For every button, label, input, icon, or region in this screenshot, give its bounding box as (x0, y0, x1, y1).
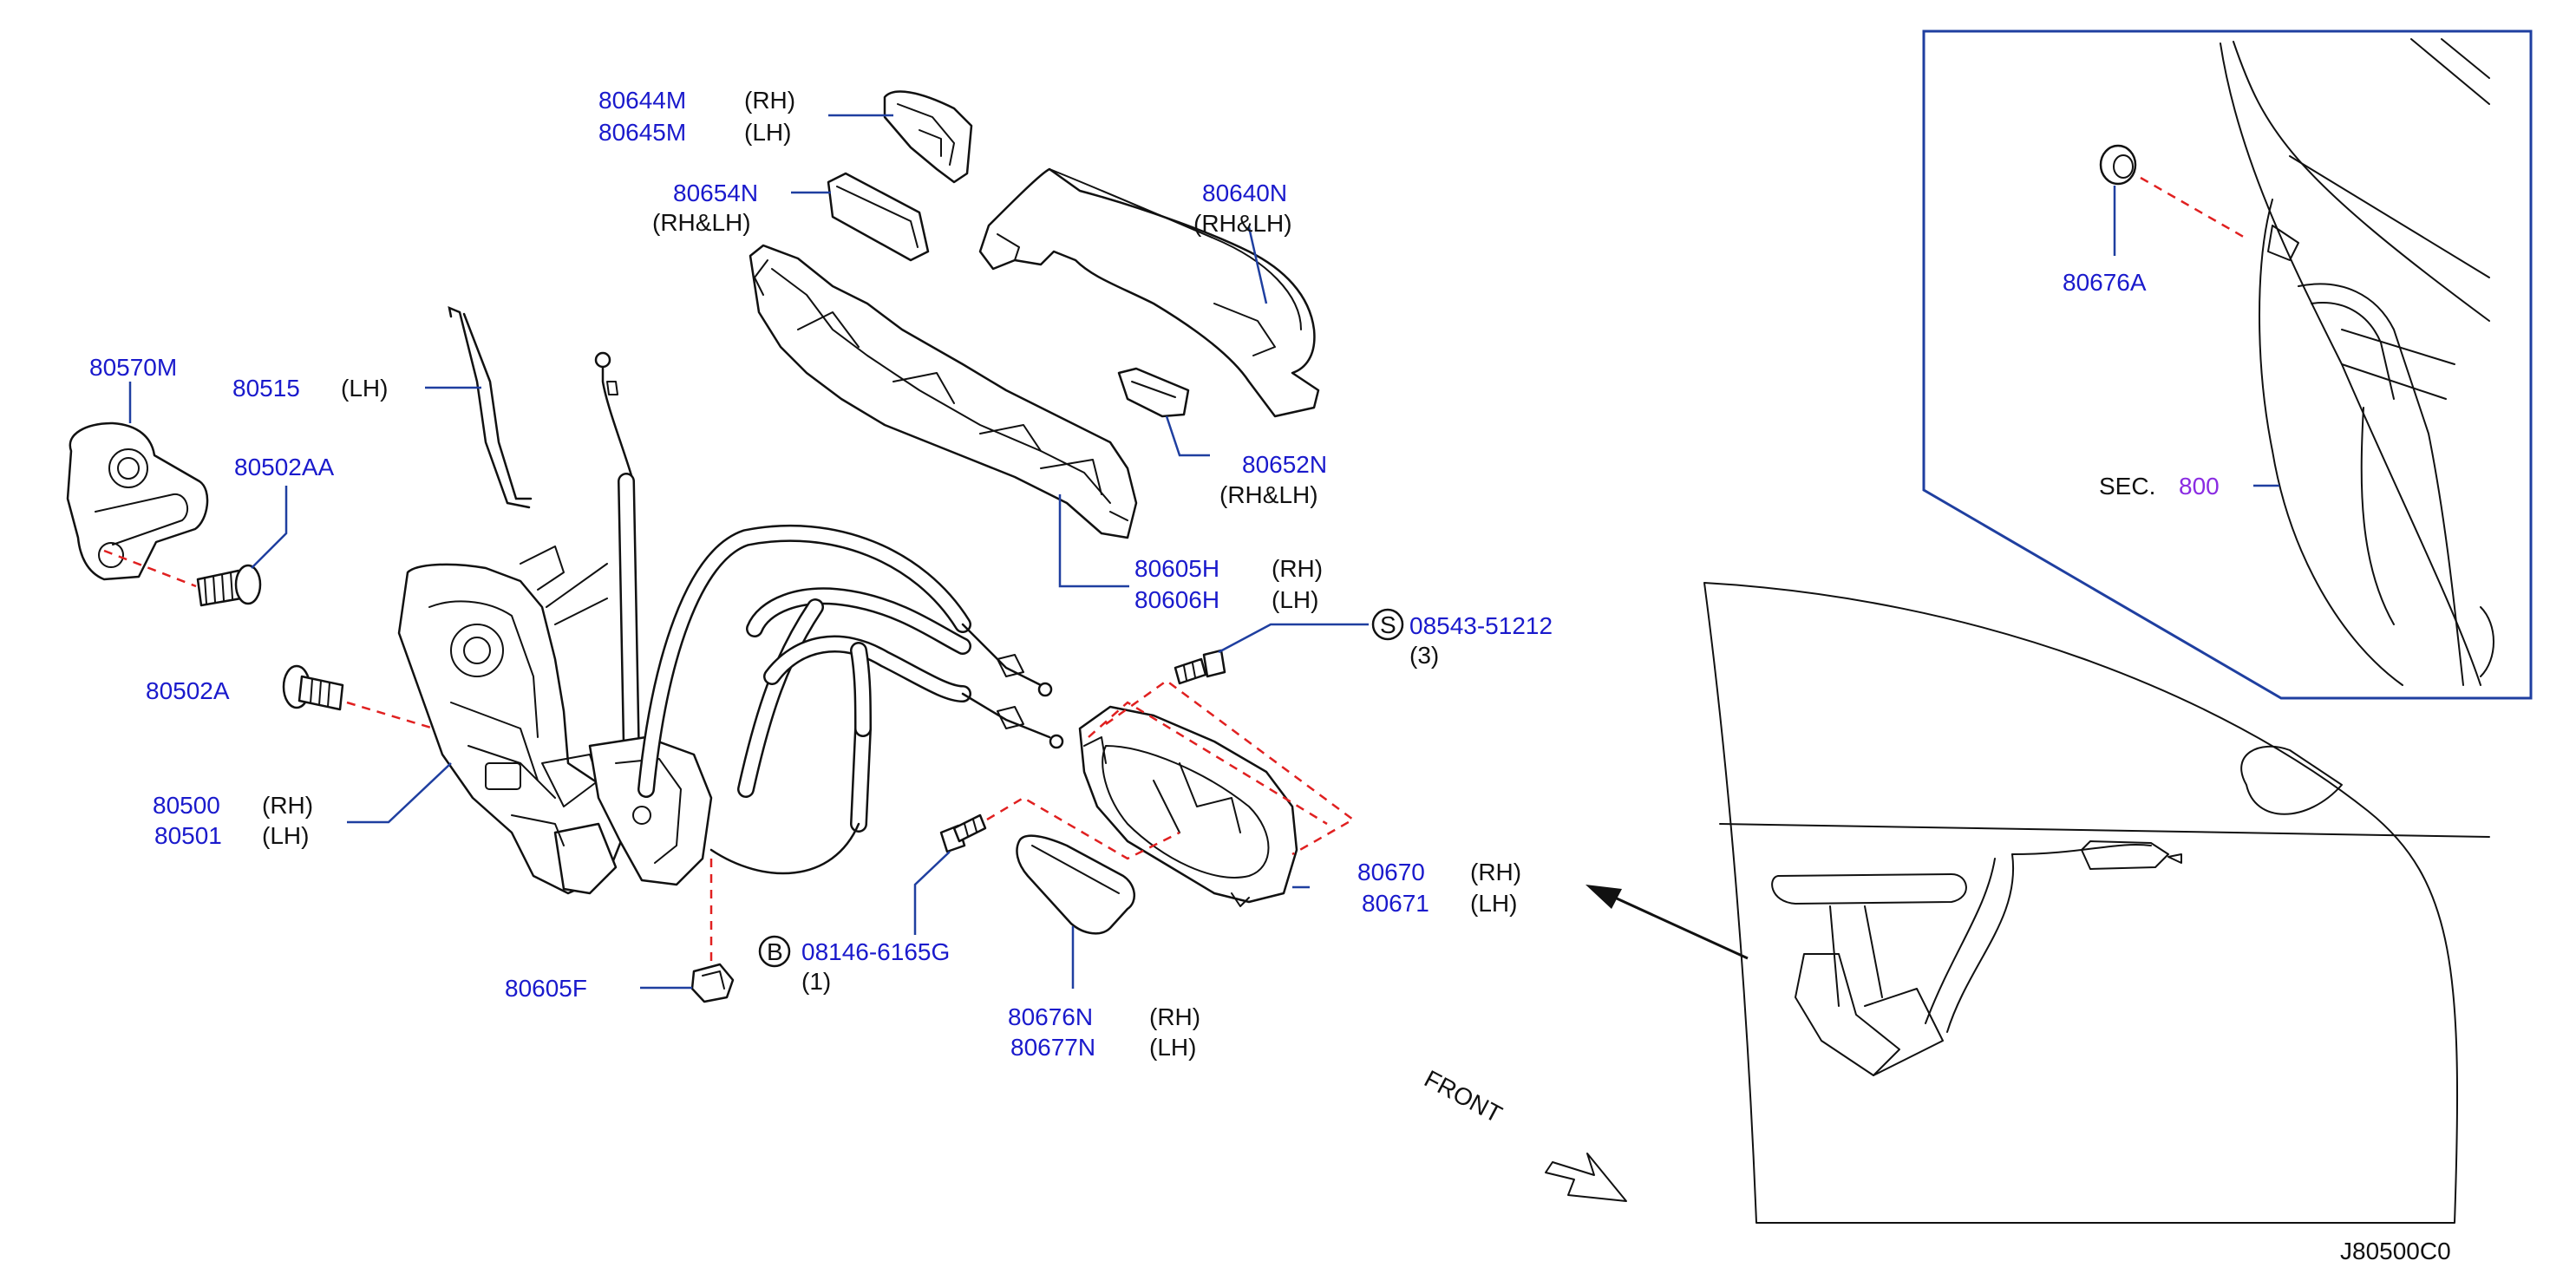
side-80670: (RH) (1470, 859, 1521, 885)
bracket-80605H (749, 244, 1138, 539)
label-80605F: 80605F (505, 975, 587, 1002)
cables (637, 524, 1064, 875)
side-80645M: (LH) (744, 119, 791, 146)
inner-handle-80670 (1078, 705, 1298, 907)
symbol-circle-S (1371, 608, 1404, 641)
label-80671: 80671 (1362, 890, 1429, 917)
label-80644M: 80644M (598, 87, 686, 114)
symbol-S: S (1380, 611, 1396, 638)
qty-08543: (3) (1409, 642, 1439, 669)
cover-80676N (1016, 834, 1135, 935)
striker-80570M (66, 421, 209, 581)
direction-arrow (1585, 885, 1749, 960)
side-80605H: (RH) (1272, 555, 1323, 582)
label-80515: 80515 (232, 375, 300, 402)
side-80677N: (LH) (1149, 1034, 1196, 1061)
gasket-80652N (1117, 367, 1190, 418)
label-80501: 80501 (154, 822, 222, 849)
lock-rod (594, 351, 640, 763)
label-80677N: 80677N (1010, 1034, 1095, 1061)
label-80652N: 80652N (1242, 451, 1327, 478)
rod-80515 (448, 305, 533, 509)
symbol-B: B (767, 938, 783, 965)
label-80605H: 80605H (1134, 555, 1219, 582)
grommet-icon (2099, 144, 2137, 186)
label-80606H: 80606H (1134, 586, 1219, 613)
link-frame (588, 735, 713, 886)
cap-80644M (883, 90, 973, 184)
qty-08146: (1) (801, 968, 831, 995)
side-80500: (RH) (262, 792, 313, 819)
side-80654N: (RH&LH) (652, 209, 751, 236)
bolt-08543 (1174, 649, 1226, 685)
outer-handle-80640N (978, 167, 1320, 418)
label-80654N: 80654N (673, 180, 758, 206)
label-80670: 80670 (1357, 859, 1425, 885)
side-80652N: (RH&LH) (1219, 481, 1318, 508)
sec-prefix: SEC. (2099, 473, 2155, 500)
side-80640N: (RH&LH) (1193, 210, 1292, 237)
door-lock-80500 (397, 546, 626, 895)
symbol-circle-B (758, 935, 791, 968)
label-80502A: 80502A (146, 677, 230, 704)
side-80644M: (RH) (744, 87, 795, 114)
side-80515: (LH) (341, 375, 388, 402)
diagram-id: J80500C0 (2340, 1238, 2451, 1264)
label-08146-6165G: 08146-6165G (801, 938, 950, 965)
bolt-08146 (939, 813, 987, 853)
inset-frame (1922, 29, 2533, 700)
front-label: FRONT (1420, 1065, 1507, 1128)
label-80500: 80500 (153, 792, 220, 819)
label-80676A: 80676A (2063, 269, 2147, 296)
sec-number: 800 (2179, 473, 2220, 500)
side-80671: (LH) (1470, 890, 1517, 917)
label-80640N: 80640N (1202, 180, 1287, 206)
gasket-80654N (827, 172, 930, 262)
label-80570M: 80570M (89, 354, 177, 381)
label-80502AA: 80502AA (234, 454, 335, 480)
door-outline (1703, 582, 2490, 1224)
screw-80502AA (196, 564, 262, 607)
screw-80502A (282, 664, 344, 711)
label-80645M: 80645M (598, 119, 686, 146)
side-80606H: (LH) (1272, 586, 1318, 613)
front-indicator: FRONT (1420, 1065, 1627, 1202)
clip-80605F (690, 963, 735, 1003)
label-08543-51212: 08543-51212 (1409, 612, 1553, 639)
side-80501: (LH) (262, 822, 309, 849)
side-80676N: (RH) (1149, 1003, 1200, 1030)
inset-detail: 80676A SEC. 800 (1922, 29, 2533, 700)
label-80676N: 80676N (1008, 1003, 1093, 1030)
